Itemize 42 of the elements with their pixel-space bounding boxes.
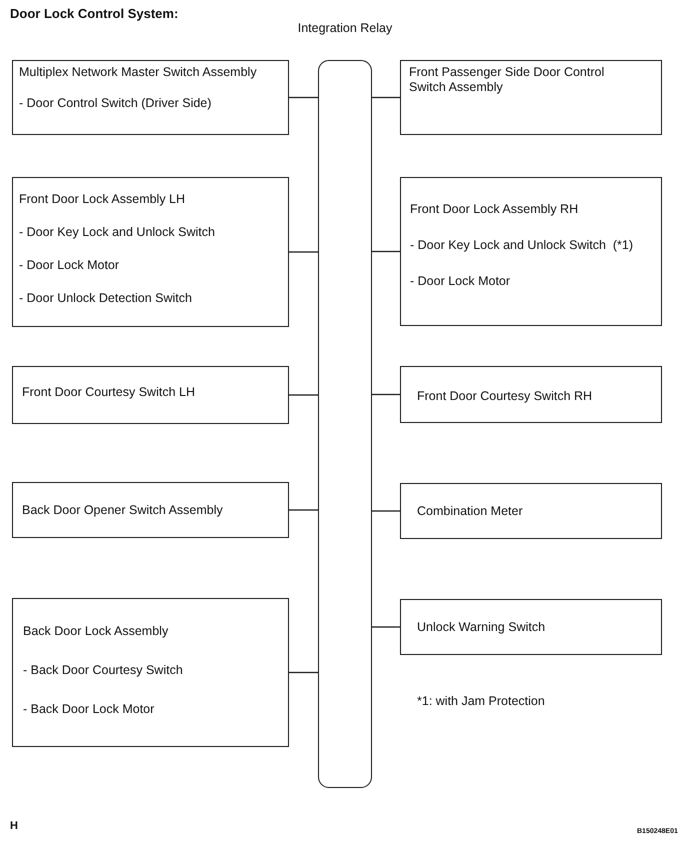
sub-component-item: - Door Lock Motor xyxy=(19,258,120,273)
connector-line xyxy=(289,251,318,253)
component-name: Front Door Courtesy Switch RH xyxy=(417,389,592,404)
sub-component-item: - Door Lock Motor xyxy=(410,274,510,289)
component-name: Unlock Warning Switch xyxy=(417,620,546,635)
sub-component-item: - Door Unlock Detection Switch xyxy=(19,291,192,306)
component-name: Front Passenger Side Door Control Switch Assembly xyxy=(409,65,606,95)
connector-line xyxy=(289,96,318,98)
connector-line xyxy=(289,509,318,511)
component-box xyxy=(400,177,662,326)
component-name: Multiplex Network Master Switch Assembly xyxy=(19,65,257,80)
sub-component-item: - Back Door Lock Motor xyxy=(23,702,154,717)
component-box xyxy=(400,599,662,655)
connector-line xyxy=(372,510,400,512)
component-name: Back Door Opener Switch Assembly xyxy=(22,503,223,518)
page-marker: H xyxy=(10,820,18,834)
connector-line xyxy=(372,626,400,628)
component-box xyxy=(400,366,662,423)
connector-line xyxy=(289,672,318,674)
relay-label: Integration Relay xyxy=(298,21,392,36)
component-box xyxy=(12,60,289,135)
footnote-text: *1: with Jam Protection xyxy=(417,694,545,709)
connector-line xyxy=(372,96,400,98)
sub-component-item: - Back Door Courtesy Switch xyxy=(23,663,183,678)
component-box xyxy=(400,60,662,135)
component-box xyxy=(12,366,289,424)
sub-component-item: - Door Control Switch (Driver Side) xyxy=(19,96,212,111)
component-box xyxy=(12,598,289,747)
component-name: Back Door Lock Assembly xyxy=(23,624,168,639)
sub-component-item: - Door Key Lock and Unlock Switch (*1) xyxy=(410,238,634,253)
component-name: Front Door Lock Assembly LH xyxy=(19,192,186,207)
component-box xyxy=(12,482,289,538)
connector-line xyxy=(289,394,318,396)
connector-line xyxy=(372,394,400,396)
component-name: Combination Meter xyxy=(417,504,523,519)
component-name: Front Door Courtesy Switch LH xyxy=(22,385,195,400)
diagram-title: Door Lock Control System: xyxy=(10,6,178,22)
connector-line xyxy=(372,250,400,252)
component-box xyxy=(12,177,289,327)
component-name: Front Door Lock Assembly RH xyxy=(410,202,578,217)
sub-component-item: - Door Key Lock and Unlock Switch xyxy=(19,225,215,240)
component-box xyxy=(400,483,662,539)
